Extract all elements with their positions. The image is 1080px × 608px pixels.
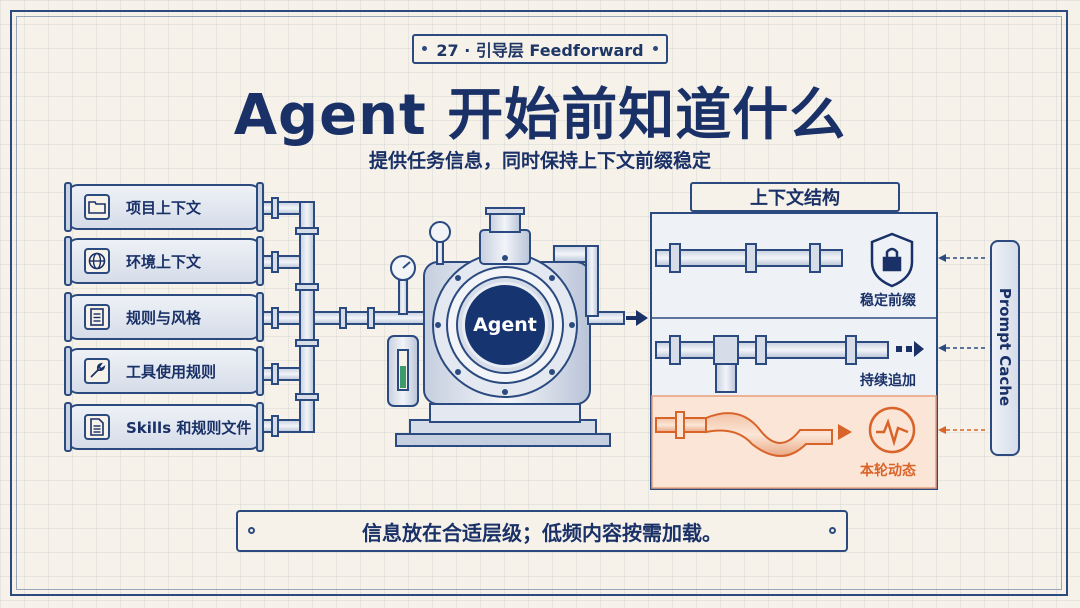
input-label: 项目上下文 xyxy=(126,198,202,217)
pressure-gauge-left xyxy=(387,255,419,407)
input-label: 环境上下文 xyxy=(126,252,202,271)
page-title: Agent 开始前知道什么 xyxy=(233,83,847,148)
section-label-dynamic: 本轮动态 xyxy=(860,463,916,479)
globe-icon xyxy=(84,248,110,274)
engine-output-arrow xyxy=(636,310,648,326)
document-icon xyxy=(84,304,110,330)
cache-connectors xyxy=(946,257,988,349)
outer-frame xyxy=(10,10,1068,596)
section-label-stable-prefix: 稳定前缀 xyxy=(860,293,916,309)
file-list-icon xyxy=(84,414,110,440)
prompt-cache-tank xyxy=(990,240,1020,456)
wrench-icon xyxy=(84,358,110,384)
context-panel-title: 上下文结构 xyxy=(690,182,900,212)
input-tank-tool-rules: 工具使用规则 xyxy=(64,346,264,396)
input-label: Skills 和规则文件 xyxy=(126,418,252,437)
agent-core-label: Agent xyxy=(473,314,537,336)
footer-banner: 信息放在合适层级；低频内容按需加载。 xyxy=(236,510,848,552)
input-tank-rules-style: 规则与风格 xyxy=(64,292,264,342)
page-subtitle: 提供任务信息，同时保持上下文前缀稳定 xyxy=(368,150,711,172)
inner-frame xyxy=(16,16,1062,590)
section-tag: 27 · 引导层 Feedforward xyxy=(412,34,668,64)
input-tank-skills: Skills 和规则文件 xyxy=(64,402,264,452)
engine-bolts xyxy=(435,255,575,395)
folder-icon xyxy=(84,194,110,220)
section-label-append: 持续追加 xyxy=(860,373,916,389)
section-tag-text: 27 · 引导层 Feedforward xyxy=(436,41,644,60)
input-tank-project: 项目上下文 xyxy=(64,182,264,232)
input-tank-environment: 环境上下文 xyxy=(64,236,264,286)
prompt-cache-label: Prompt Cache xyxy=(996,287,1014,407)
context-structure-panel xyxy=(650,212,938,490)
agent-core: Agent xyxy=(462,282,548,368)
input-label: 规则与风格 xyxy=(126,308,202,327)
input-label: 工具使用规则 xyxy=(126,362,217,381)
footer-note: 信息放在合适层级；低频内容按需加载。 xyxy=(362,520,722,545)
